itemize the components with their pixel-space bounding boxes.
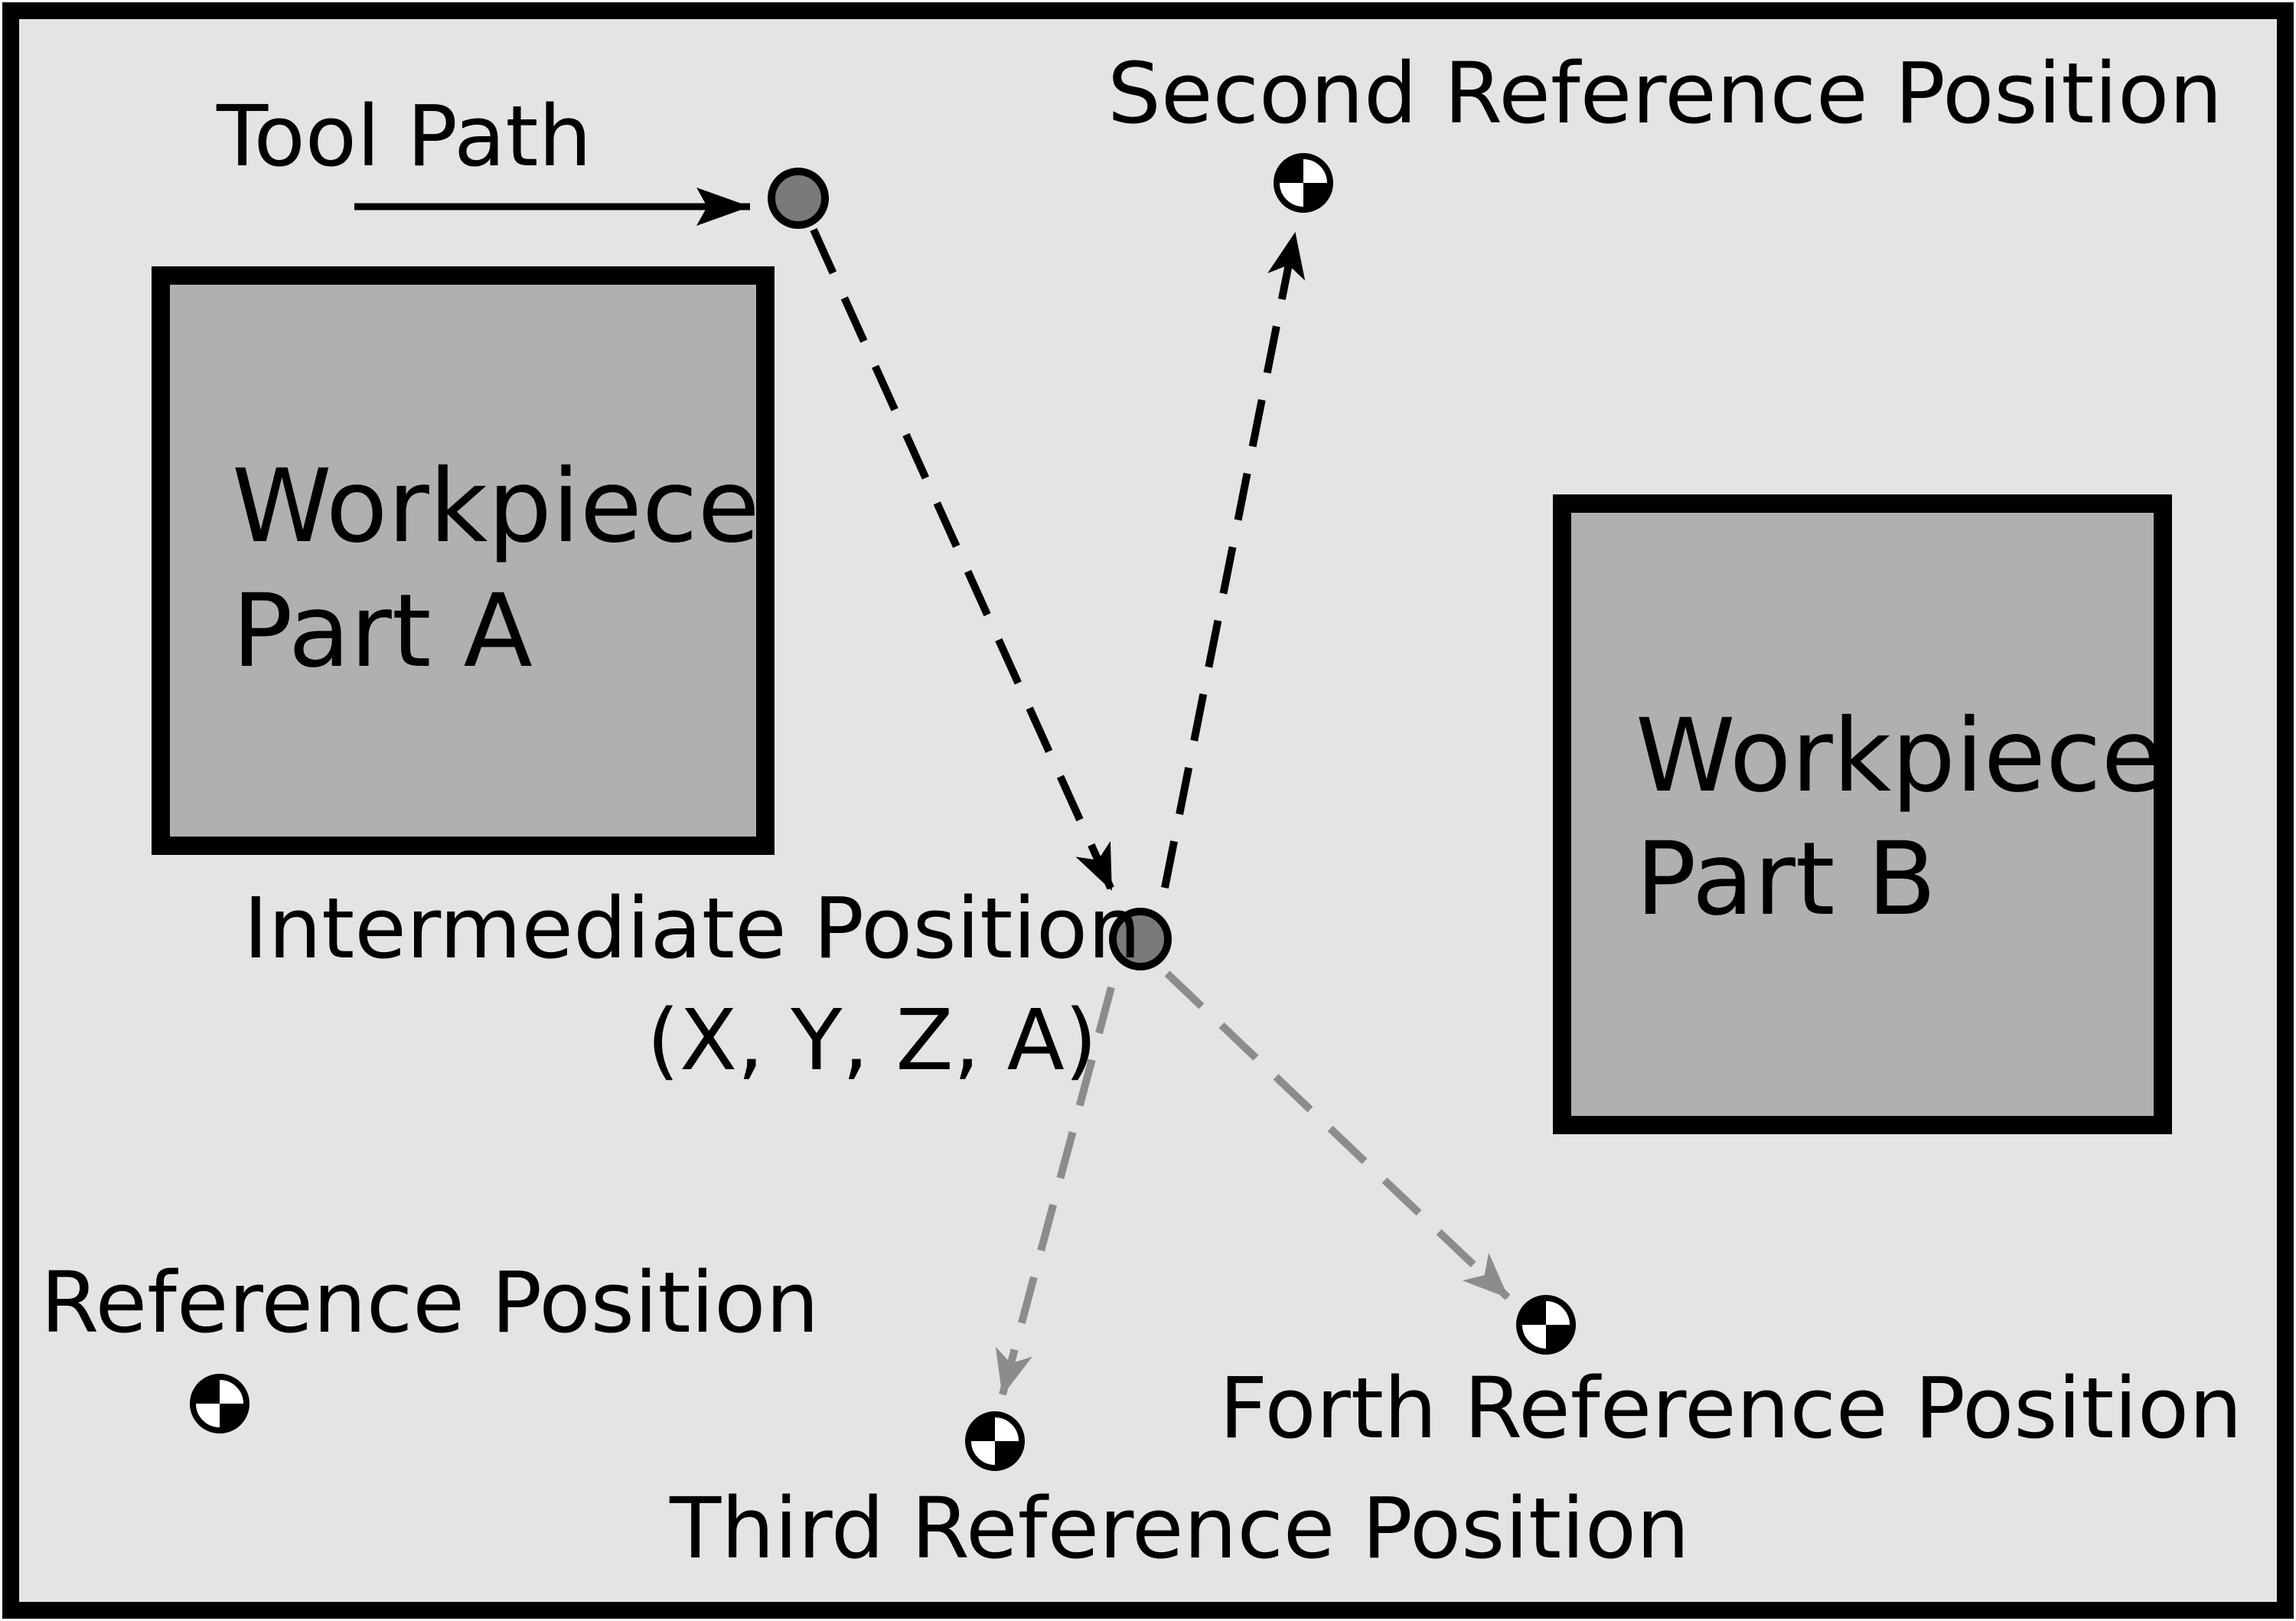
intermediate-position-label: Intermediate Position [243,879,1141,977]
forth-reference-marker-icon [1519,1298,1573,1352]
third-reference-marker-icon [968,1414,1022,1468]
intermediate-position-coordinates: (X, Y, Z, A) [647,991,1097,1089]
workpiece-part-b-label-line2: Part B [1636,820,1936,938]
path-to-forth-reference [1164,970,1511,1300]
path-to-intermediate [810,227,1115,892]
reference-marker-icon [193,1377,246,1430]
tool-start-point [768,168,829,229]
reference-position-label: Reference Position [41,1254,819,1352]
forth-reference-label: Forth Reference Position [1219,1359,2242,1457]
workpiece-part-a-box [152,266,775,855]
workpiece-part-a-label-line2: Part A [232,572,533,690]
second-reference-marker-icon [1277,156,1330,210]
path-to-second-reference [1161,232,1306,889]
tool-path-label: Tool Path [216,87,592,185]
second-reference-label: Second Reference Position [1107,44,2223,142]
intermediate-position-point [1109,908,1172,970]
workpiece-part-b-box [1553,494,2172,1134]
workpiece-part-b-label-line1: Workpiece [1636,697,2164,815]
third-reference-label: Third Reference Position [669,1479,1690,1577]
workpiece-part-a-label-line1: Workpiece [232,448,760,566]
